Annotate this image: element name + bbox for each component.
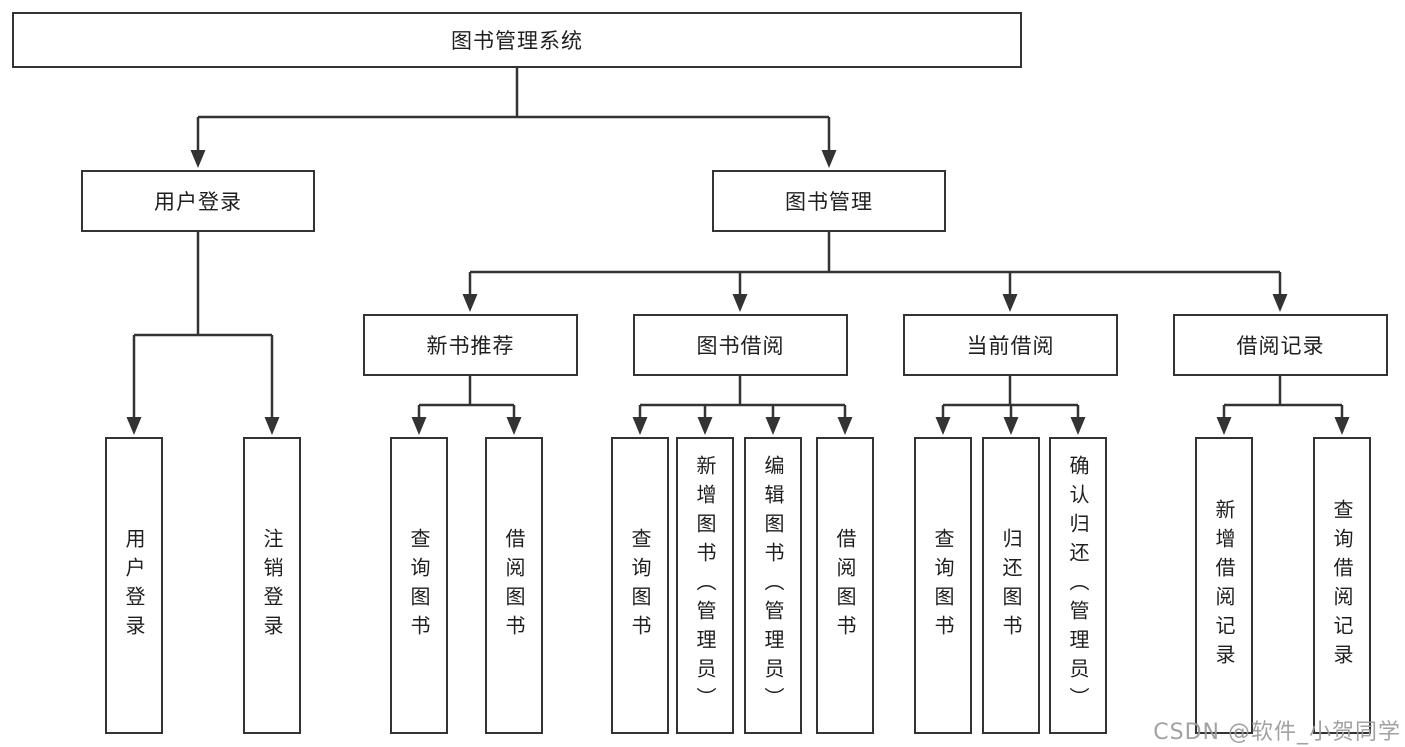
node-label: 确认归还（管理员） [1066,455,1090,716]
node-query-books-current: 查询图书 [914,437,972,734]
node-label: 归还图书 [999,527,1023,644]
node-return-books: 归还图书 [982,437,1040,734]
node-label: 查询借阅记录 [1330,498,1354,673]
node-current-borrowing: 当前借阅 [903,314,1118,376]
node-label: 图书管理系统 [451,29,583,53]
node-borrow-books: 借阅图书 [816,437,874,734]
node-label: 图书借阅 [696,334,785,358]
node-label: 查询图书 [628,527,652,644]
node-label: 新增图书（管理员） [693,455,717,716]
node-label: 编辑图书（管理员） [761,455,785,716]
node-label: 图书管理 [785,190,873,214]
node-user-login-action: 用户登录 [105,437,163,734]
node-query-books-borrow: 查询图书 [611,437,669,734]
connector-book-management [468,232,1282,297]
node-edit-books-admin: 编辑图书（管理员） [744,437,802,734]
node-label: 借阅图书 [833,527,857,644]
node-query-borrow-record: 查询借阅记录 [1313,437,1371,734]
node-user-login: 用户登录 [81,170,315,232]
node-book-management: 图书管理 [712,170,946,232]
connector-borrow-records [1222,376,1344,420]
node-label: 注销登录 [260,527,284,644]
node-label: 借阅图书 [502,527,526,644]
connector-book-borrow [638,376,847,420]
node-label: 当前借阅 [966,334,1055,358]
connector-current-borrow [941,376,1080,420]
node-borrow-books-recommend: 借阅图书 [485,437,543,734]
node-label: 新增借阅记录 [1212,498,1236,673]
node-library-management-system: 图书管理系统 [12,12,1022,68]
node-label: 用户登录 [122,527,146,644]
node-label: 查询图书 [407,527,431,644]
node-new-book-recommendation: 新书推荐 [363,314,578,376]
connector-root [196,68,831,153]
csdn-watermark: CSDN @软件_小贺同学 [1153,720,1401,745]
node-add-borrow-record: 新增借阅记录 [1195,437,1253,734]
connector-new-book [417,376,516,420]
node-book-borrowing: 图书借阅 [633,314,848,376]
node-label: 用户登录 [154,190,242,214]
connector-user-login [132,232,274,420]
node-query-books-recommend: 查询图书 [390,437,448,734]
node-label: 新书推荐 [426,334,515,358]
node-label: 借阅记录 [1236,334,1325,358]
node-borrowing-records: 借阅记录 [1173,314,1388,376]
node-label: 查询图书 [931,527,955,644]
node-add-books-admin: 新增图书（管理员） [676,437,734,734]
node-confirm-return-admin: 确认归还（管理员） [1049,437,1107,734]
node-logout-action: 注销登录 [243,437,301,734]
